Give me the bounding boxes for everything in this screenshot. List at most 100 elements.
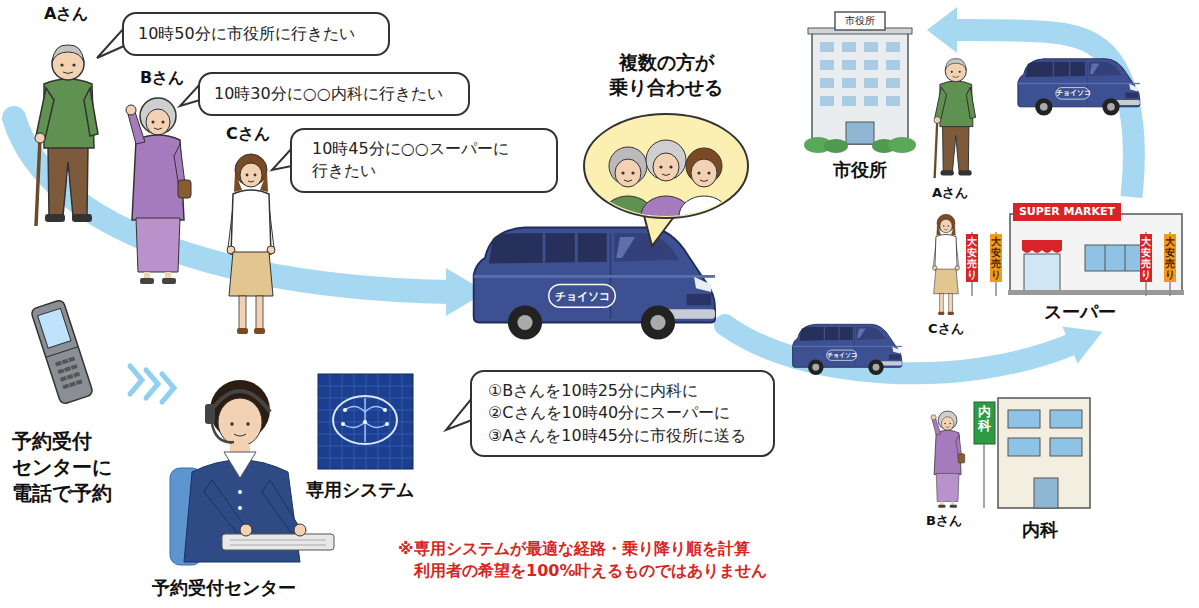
city-hall-building [820,60,834,70]
city-hall-building [842,78,856,88]
mobile-phone [30,299,93,405]
illustration [793,324,902,375]
ai-system-icon [354,374,355,469]
operator [210,391,270,412]
city-hall-building [842,42,856,52]
ride-bubble-shape [615,159,641,187]
person-label: Cさん [226,124,270,145]
disclaimer-note: ※専用システムが最適な経路・乗り降り順を計算 利用者の希望を100%叶えるもので… [398,538,844,583]
ride-bubble-shape [621,171,624,174]
ride-bubble-shape [659,165,662,168]
city-hall-building [820,78,834,88]
city-hall-building [886,96,900,106]
bubble-tail [272,148,292,170]
clinic-building [983,444,985,508]
supermarket-building [1013,203,1121,221]
sign-text: 市役所 [835,12,885,29]
operator [212,424,234,442]
signal-waves [146,370,158,398]
city-hall-building [820,96,834,106]
operator [246,422,250,426]
city-hall: 市役所市役所 [795,12,925,182]
speech-bubble: 10時50分に市役所に行きたい [122,12,390,56]
ride-bubble-shape [603,196,653,236]
ride-bubble-shape [691,159,717,187]
operator [230,540,326,541]
supermarket-building [1024,254,1060,292]
bubble-tail [97,28,472,430]
person-label: Bさん [140,68,184,89]
operator [294,524,306,536]
speech-text: 10時30分に○○内科に行きたい [214,83,454,105]
supermarket-building [1085,245,1145,271]
operator [204,480,246,534]
ai-system-icon [363,420,367,424]
operator [230,545,326,546]
ai-system-icon [318,374,413,469]
route-plan-bubble: ①Bさんを10時25分に内科に②Cさんを10時40分にスーパーに③Aさんを10時… [470,370,775,457]
mobile-phone [55,357,83,390]
sale-banner: 大安売り [966,234,978,282]
mobile-phone [46,347,78,358]
illustration [474,228,715,340]
person-label: Aさん [44,4,88,25]
city-hall-building [864,60,878,70]
ride-bubble-shape [707,171,710,174]
operator [234,434,246,436]
city-hall-building [812,30,908,144]
city-hall-building [886,42,900,52]
ai-system-icon [402,374,403,469]
operator [230,422,234,426]
city-hall-building [864,96,878,106]
signal-waves [162,374,174,402]
supermarket-building [1125,245,1126,271]
building-label: スーパー [1035,300,1125,324]
illustration [227,154,275,334]
flow-arrow [1062,327,1102,364]
city-hall-building [842,96,856,106]
ai-system-icon [330,374,331,469]
city-hall-building [886,60,900,70]
sale-banner: 大安売り [990,234,1002,282]
ai-system-icon [385,422,389,426]
speech-text: 10時45分に○○スーパーに行きたい [312,138,520,183]
ride-bubble-shape [631,171,634,174]
operator [218,398,262,446]
clinic-building [1008,410,1082,456]
person-label: Cさん [928,320,964,338]
ai-system-icon [318,374,413,469]
supermarket-building [1022,240,1062,253]
mobile-phone [60,376,67,382]
city-hall-building [864,78,878,88]
clinic-building [974,402,995,444]
city-hall-building [888,137,916,153]
clinic-building [1008,438,1040,456]
sign-text: 内科 [978,405,991,434]
illustration [934,59,976,178]
person-label: Aさん [932,184,968,202]
bubble-tail [97,28,124,58]
mobile-phone [76,379,83,385]
city-hall-building [842,60,856,70]
mobile-phone [62,384,69,390]
supermarket-building [1008,290,1184,295]
mobile-phone [30,299,93,405]
supermarket: SUPER MARKETスーパー [995,197,1190,324]
ride-bubble-shape [653,153,679,181]
bubble-tail [180,84,200,106]
city-hall-building [886,78,900,88]
ride-bubble-shape [679,196,729,236]
clinic-building [1050,410,1082,428]
route-step: ③Aさんを10時45分に市役所に送る [488,425,757,447]
ai-system-icon [343,408,347,412]
ride-bubble-shape [646,140,686,180]
bubble-tail [446,398,472,430]
person-label: Bさん [926,512,962,530]
ride-bubble-shape [697,171,700,174]
operator [238,506,242,510]
ride-bubble-shape [662,174,670,176]
sale-banner: 大安売り [1164,234,1176,282]
clinic: 内科内科 [970,393,1095,542]
ai-system-icon [343,398,387,442]
route-step: ①Bさんを10時25分に内科に [488,380,757,402]
